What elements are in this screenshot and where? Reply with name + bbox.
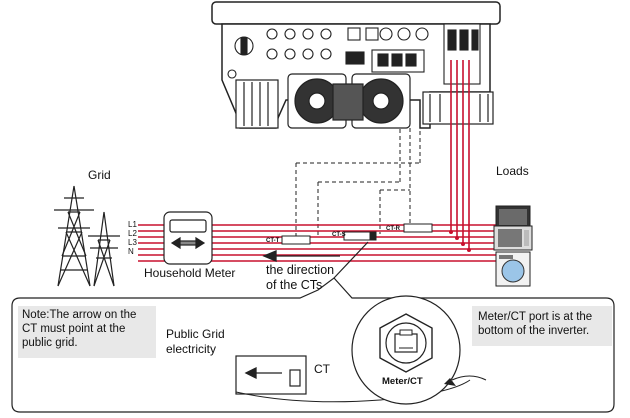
ct-tag-t: CT-T (266, 238, 280, 244)
ct-clamps (281, 223, 433, 245)
microwave-icon (493, 225, 533, 251)
ct-tag-s: CT-S (332, 232, 346, 238)
washing-machine-icon (495, 251, 531, 287)
arrow-left-icon (244, 366, 282, 380)
arrow-left-icon (262, 250, 340, 262)
ct-label: CT (314, 362, 330, 376)
port-note-box (472, 306, 612, 346)
phase-label-n: N (128, 247, 134, 256)
grid-label: Grid (88, 168, 111, 182)
inverter (211, 1, 501, 129)
ct-device (235, 355, 307, 395)
arrow-note: Note:The arrow on the CT must point at t… (22, 309, 137, 349)
meter-ct-port-label: Meter/CT (382, 376, 423, 387)
phase-label-l2: L2 (128, 229, 137, 238)
ct-tag-r: CT-R (386, 226, 400, 232)
port-note: Meter/CT port is at the bottom of the in… (478, 311, 593, 337)
pylon-icon (54, 185, 120, 287)
direction-label-2: of the CTs (266, 278, 323, 292)
fan-icon (287, 73, 411, 129)
public-grid-label-1: Public Grid (166, 327, 225, 341)
phase-label-l3: L3 (128, 238, 137, 247)
public-grid-label-2: electricity (166, 342, 217, 356)
meter-icon (163, 211, 213, 265)
loads-label: Loads (496, 164, 529, 178)
direction-label-1: the direction (266, 263, 335, 277)
arrow-note-box (18, 306, 156, 358)
phase-label-l1: L1 (128, 220, 137, 229)
household-meter-label: Household Meter (144, 266, 236, 280)
rj45-port-icon (351, 295, 461, 405)
